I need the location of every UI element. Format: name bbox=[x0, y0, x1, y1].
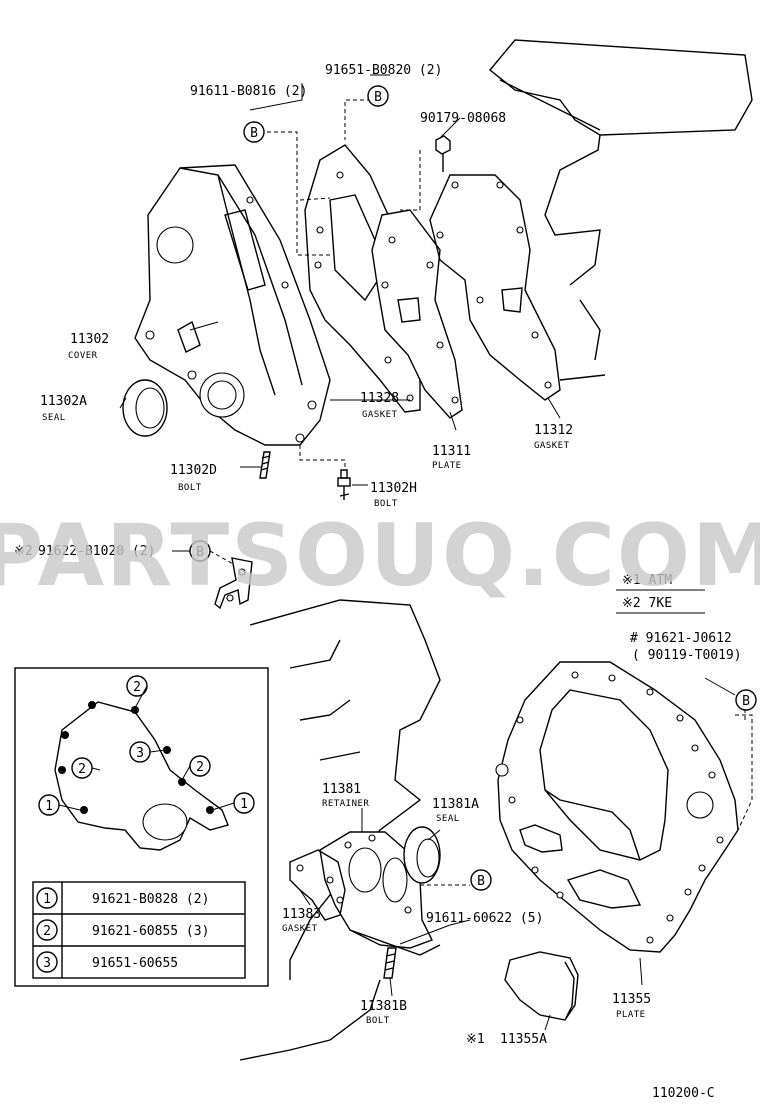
legend-marker-2b: 2 bbox=[71, 757, 93, 779]
label-11381: 11381 bbox=[322, 782, 361, 797]
svg-text:3: 3 bbox=[43, 956, 51, 971]
label-gasket-11328: GASKET bbox=[362, 410, 398, 420]
label-retainer: RETAINER bbox=[322, 799, 369, 809]
legend-table: 1 91621-B0828 (2) 91621-60855 (3) 2 3 91… bbox=[32, 881, 246, 979]
label-bolt-11302d: BOLT bbox=[178, 483, 202, 493]
svg-text:2: 2 bbox=[133, 680, 141, 695]
ref-b-circle-5: B bbox=[735, 689, 757, 711]
svg-text:91621-60855 (3): 91621-60855 (3) bbox=[92, 924, 209, 939]
ref-line-bolts bbox=[299, 445, 346, 470]
svg-text:1: 1 bbox=[43, 892, 51, 907]
label-seal-bottom: SEAL bbox=[436, 814, 460, 824]
label-11355a: 11355A bbox=[500, 1032, 547, 1047]
label-90119-t0019: ( 90119-T0019) bbox=[632, 648, 742, 663]
label-bolt-11302h: BOLT bbox=[374, 499, 398, 509]
label-11381b: 11381B bbox=[360, 999, 407, 1014]
label-11381a: 11381A bbox=[432, 797, 479, 812]
bolt-11381b-icon bbox=[383, 947, 397, 979]
gasket-11312 bbox=[429, 174, 561, 401]
legend-row-3: 3 91651-60655 bbox=[36, 951, 178, 973]
label-90179-08068: 90179-08068 bbox=[420, 111, 506, 126]
bracket-91622-icon bbox=[214, 557, 253, 610]
label-note-1-prefix: ※1 bbox=[466, 1032, 485, 1047]
label-11302: 11302 bbox=[70, 332, 109, 347]
ref-b-circle-4: B bbox=[470, 869, 492, 891]
label-plate-11311: PLATE bbox=[432, 461, 462, 471]
label-gasket-11383: GASKET bbox=[282, 924, 318, 934]
svg-text:91621-B0828 (2): 91621-B0828 (2) bbox=[92, 892, 209, 907]
label-11328: 11328 bbox=[360, 391, 399, 406]
legend-box: 1 2 2 2 3 1 bbox=[14, 667, 269, 987]
legend-marker-2c: 2 bbox=[189, 755, 211, 777]
ref-line-90179 bbox=[400, 150, 421, 211]
label-plate-11355: PLATE bbox=[616, 1010, 646, 1020]
label-gasket-11312: GASKET bbox=[534, 441, 570, 451]
legend-row-1: 1 91621-B0828 (2) bbox=[36, 887, 209, 909]
svg-text:2: 2 bbox=[196, 760, 204, 775]
legend-marker-3: 3 bbox=[129, 741, 151, 763]
label-91621-j0612: # 91621-J0612 bbox=[630, 631, 732, 646]
label-11311: 11311 bbox=[432, 444, 471, 459]
ref-line-b2 bbox=[344, 99, 378, 140]
label-11302h: 11302H bbox=[370, 481, 417, 496]
label-11383: 11383 bbox=[282, 907, 321, 922]
label-11302d: 11302D bbox=[170, 463, 217, 478]
timing-cover bbox=[134, 164, 331, 446]
legend-marker-1b: 1 bbox=[233, 792, 255, 814]
cover-11355a bbox=[504, 951, 579, 1021]
diagram-code: 110200-C bbox=[652, 1086, 715, 1101]
plate-11355 bbox=[495, 661, 739, 953]
seal-11302a bbox=[122, 379, 168, 437]
svg-text:1: 1 bbox=[45, 799, 53, 814]
svg-text:B: B bbox=[742, 694, 750, 709]
svg-text:B: B bbox=[250, 126, 258, 141]
label-11302a: 11302A bbox=[40, 394, 87, 409]
label-note-2: ※2 7KE bbox=[622, 596, 672, 611]
svg-text:91651-60655: 91651-60655 bbox=[92, 956, 178, 971]
label-cover: COVER bbox=[68, 351, 98, 361]
label-91622-b1020: 91622-B1020 (2) bbox=[38, 544, 155, 559]
engine-block-top bbox=[489, 39, 753, 381]
label-11312: 11312 bbox=[534, 423, 573, 438]
label-91611-b0816: 91611-B0816 (2) bbox=[190, 84, 307, 99]
ref-line-b1 bbox=[267, 131, 330, 256]
svg-text:B: B bbox=[196, 545, 204, 560]
label-91651-b0820: 91651-B0820 (2) bbox=[325, 63, 442, 78]
svg-text:1: 1 bbox=[240, 797, 248, 812]
label-note-2-prefix: ※2 bbox=[14, 544, 33, 559]
label-11355: 11355 bbox=[612, 992, 651, 1007]
svg-text:3: 3 bbox=[136, 746, 144, 761]
ref-b-circle-2: B bbox=[367, 85, 389, 107]
svg-text:B: B bbox=[374, 90, 382, 105]
label-91611-60622: 91611-60622 (5) bbox=[426, 911, 543, 926]
nut-90179-icon bbox=[435, 135, 451, 172]
label-note-1: ※1 ATM bbox=[622, 573, 672, 588]
bolt-11302h-icon bbox=[337, 469, 351, 500]
svg-text:2: 2 bbox=[78, 762, 86, 777]
svg-text:B: B bbox=[477, 874, 485, 889]
label-seal-top: SEAL bbox=[42, 413, 66, 423]
legend-row-2: 91621-60855 (3) 2 bbox=[36, 919, 209, 941]
svg-text:2: 2 bbox=[43, 924, 51, 939]
legend-marker-1: 1 bbox=[38, 794, 60, 816]
bolt-11302d-icon bbox=[259, 451, 271, 479]
watermark-text: PARTSOUQ.COM bbox=[0, 506, 760, 606]
seal-11381a bbox=[403, 826, 441, 884]
label-bolt-11381b: BOLT bbox=[366, 1016, 390, 1026]
legend-marker-2a: 2 bbox=[126, 675, 148, 697]
gasket-11383 bbox=[289, 849, 346, 921]
engine-block-bottom bbox=[239, 599, 441, 1061]
ref-line-b3 bbox=[299, 197, 331, 201]
ref-b-circle-1: B bbox=[243, 121, 265, 143]
